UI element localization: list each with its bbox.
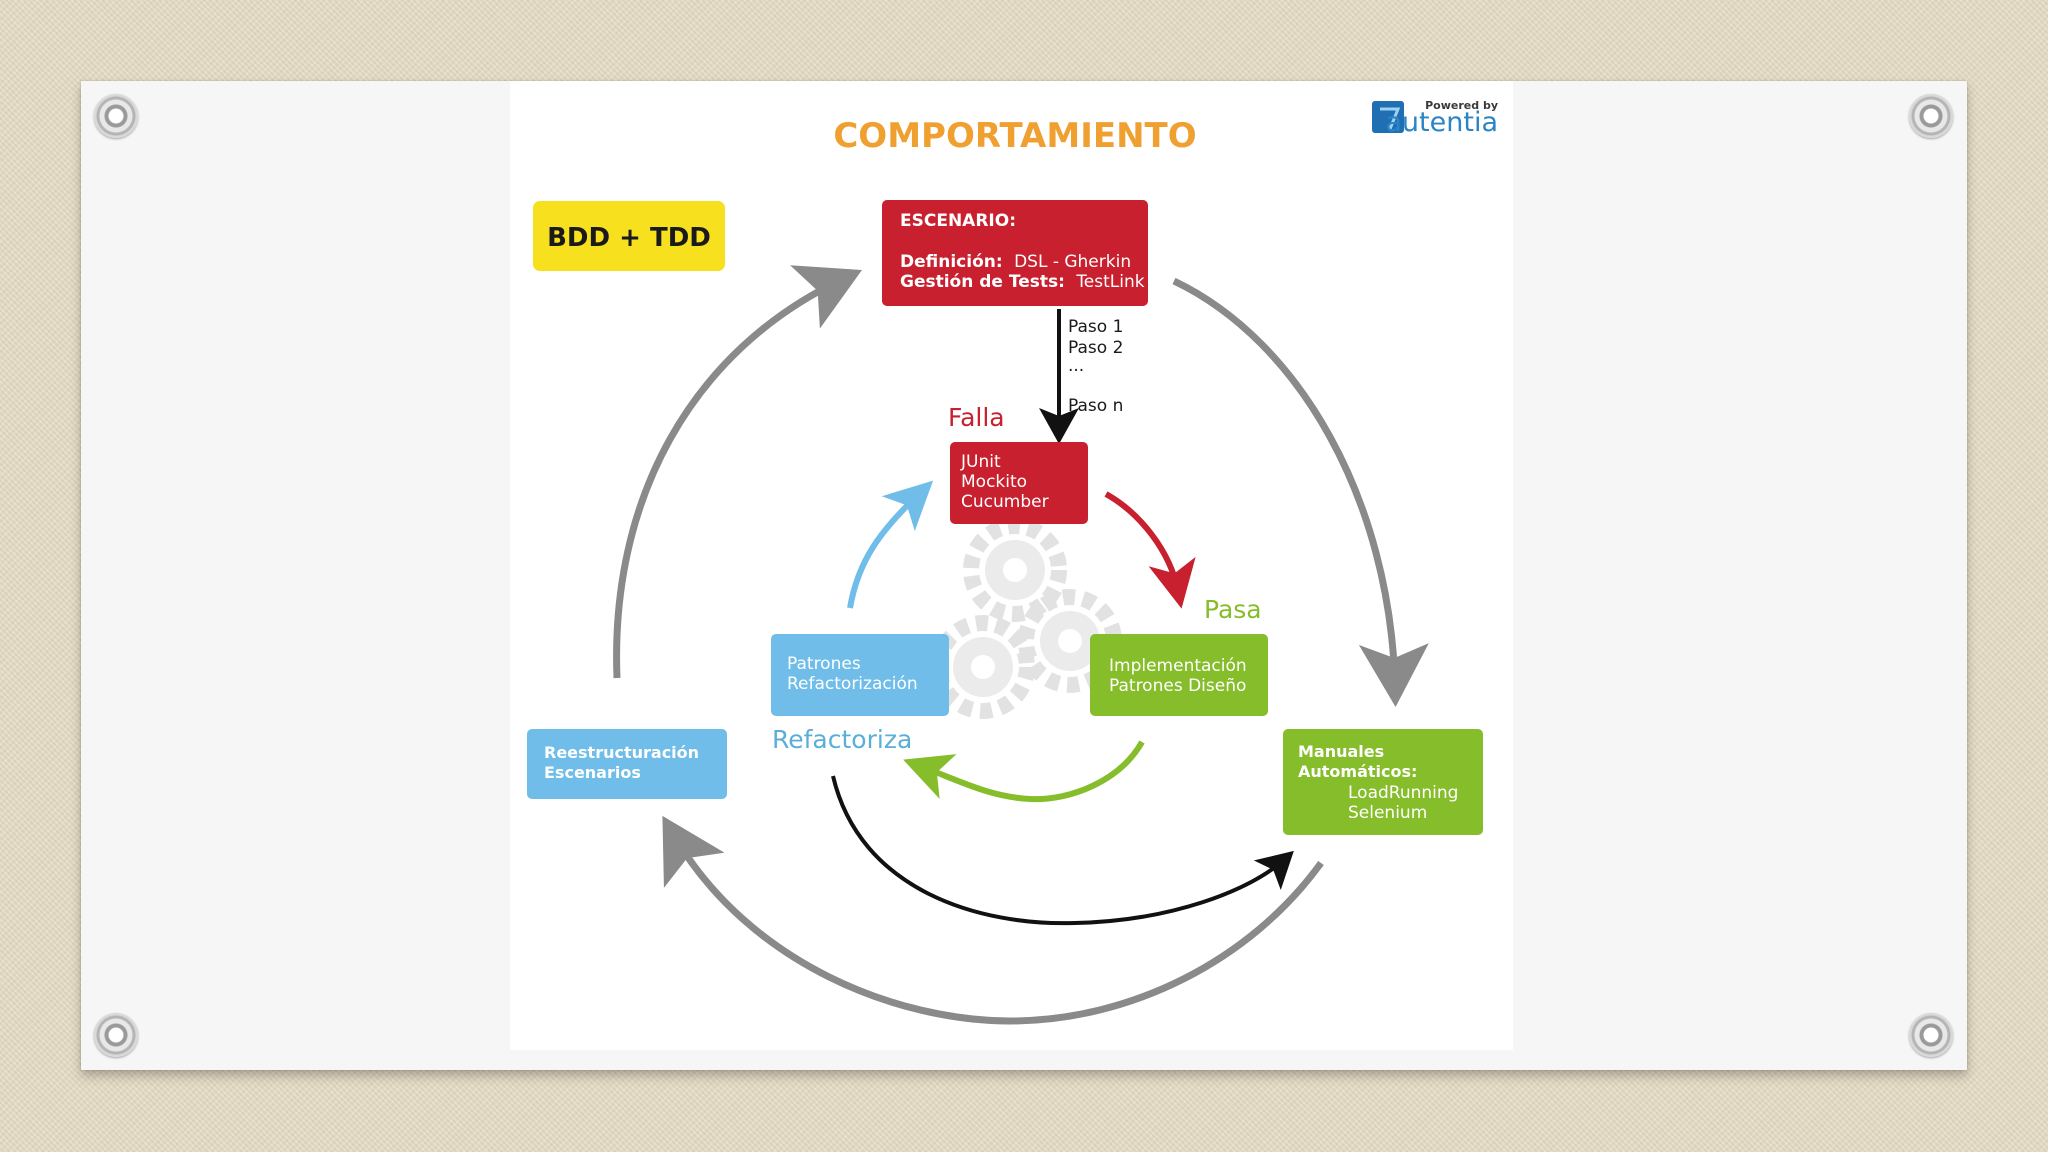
paso-2: Paso 2 [1068, 338, 1123, 358]
paso-n: Paso n [1068, 396, 1123, 416]
reestructuracion-line-1: Reestructuración [544, 743, 699, 762]
reestructuracion-box: Reestructuración Escenarios [527, 729, 727, 799]
junit-line-3: Cucumber [961, 492, 1049, 512]
rivet-top-right [1909, 94, 1953, 138]
manuales-tool-2: Selenium [1348, 803, 1427, 823]
patrones-refactorizacion-box: Patrones Refactorización [771, 634, 949, 716]
outer-cycle-arrow-top-left [617, 279, 843, 678]
badge-label: BDD + TDD [547, 223, 711, 253]
gears-icon [939, 526, 1114, 711]
falla-to-pasa-arrow [1106, 494, 1178, 591]
manuales-box: Manuales Automáticos: LoadRunning Seleni… [1283, 729, 1483, 835]
paso-1: Paso 1 [1068, 317, 1123, 337]
escenario-box: ESCENARIO: Definición: DSL - Gherkin Ges… [882, 200, 1148, 306]
escenario-gest-value: TestLink [1075, 272, 1144, 292]
escenario-def-label: Definición: [900, 252, 1003, 272]
svg-text:Definición: DSL - Gherki: Definición: DSL - Gherkin [900, 252, 1131, 272]
bdd-tdd-badge: BDD + TDD [533, 201, 725, 271]
pasa-to-refactoriza-arrow [920, 742, 1142, 799]
escenario-gest-label: Gestión de Tests: [900, 272, 1065, 292]
junit-line-2: Mockito [961, 472, 1027, 492]
paso-ellipsis: ... [1068, 356, 1084, 376]
rivet-bottom-left [94, 1013, 138, 1057]
manuales-tool-1: LoadRunning [1348, 783, 1458, 803]
implementacion-line-1: Implementación [1109, 656, 1247, 676]
outer-cycle-arrow-right [1174, 281, 1395, 686]
diagram-title: COMPORTAMIENTO [833, 116, 1196, 156]
autentia-logo: Powered by autentia [1372, 99, 1498, 138]
manuales-line-1: Manuales [1298, 742, 1384, 761]
patrones-line-1: Patrones [787, 654, 861, 674]
refactoriza-to-falla-arrow [850, 493, 920, 608]
manuales-line-2: Automáticos: [1298, 762, 1417, 781]
rivet-bottom-right [1909, 1013, 1953, 1057]
slide: COMPORTAMIENTO Powered by autentia BDD +… [510, 81, 1513, 1050]
escenario-heading: ESCENARIO: [900, 211, 1016, 231]
rivet-top-left [94, 94, 138, 138]
junit-line-1: JUnit [960, 452, 1001, 472]
implementacion-box: Implementación Patrones Diseño [1090, 634, 1268, 716]
logo-brand-text: autentia [1385, 107, 1498, 138]
bdd-tdd-diagram: COMPORTAMIENTO Powered by autentia BDD +… [510, 81, 1513, 1050]
svg-text:Gestión de Tests: TestLi: Gestión de Tests: TestLink [900, 272, 1145, 292]
falla-label: Falla [948, 403, 1005, 432]
patrones-line-2: Refactorización [787, 674, 918, 694]
escenario-def-value: DSL - Gherkin [1014, 252, 1131, 272]
pasa-label: Pasa [1204, 595, 1262, 624]
implementacion-line-2: Patrones Diseño [1109, 676, 1246, 696]
refactoriza-label: Refactoriza [772, 725, 912, 754]
junit-box: JUnit Mockito Cucumber [950, 442, 1088, 524]
outer-cycle-arrow-bottom [673, 834, 1321, 1021]
reestructuracion-line-2: Escenarios [544, 763, 641, 782]
